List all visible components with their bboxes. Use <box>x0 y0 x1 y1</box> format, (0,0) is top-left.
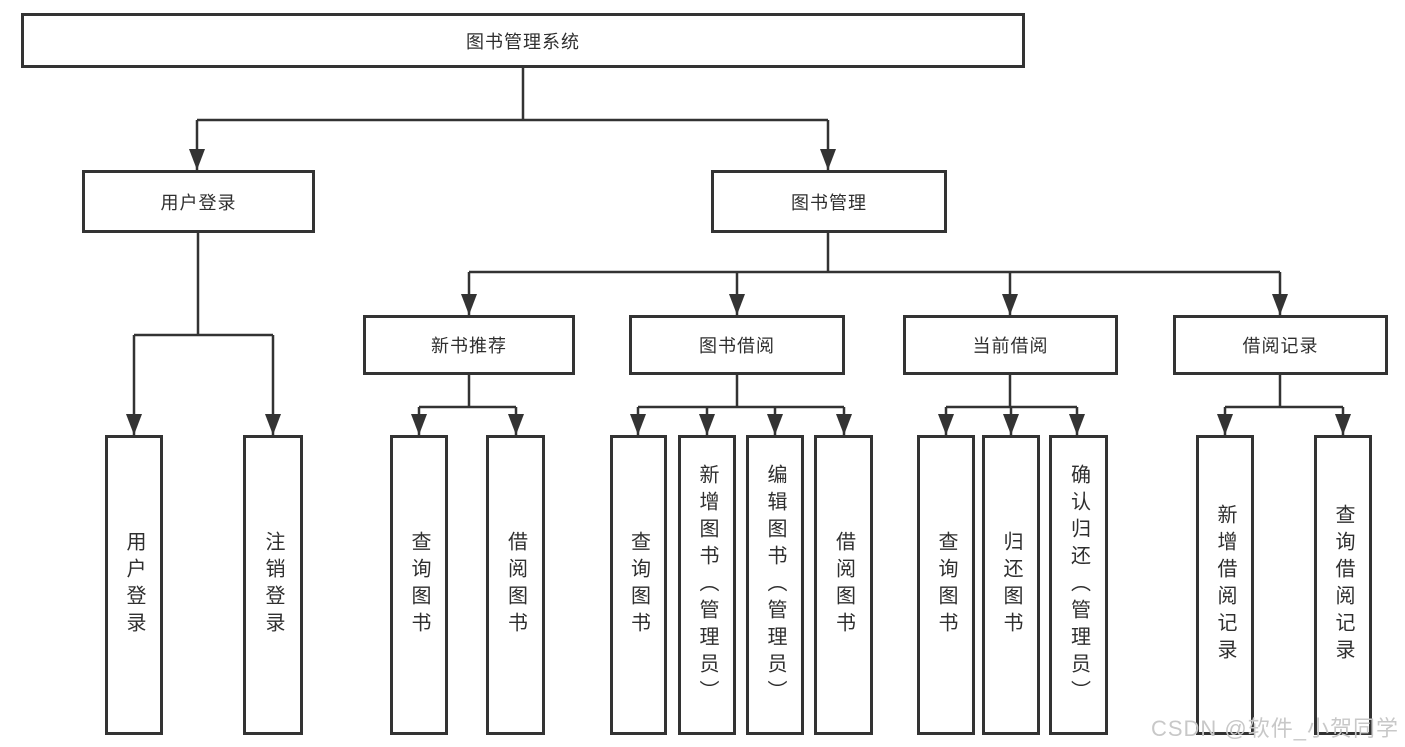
arrow-icon <box>189 149 205 170</box>
arrow-icon <box>1335 414 1351 435</box>
arrow-icon <box>1272 294 1288 315</box>
leaf-borrow-edit-books-admin: 编辑图书（管理员） <box>746 435 804 735</box>
node-library-system: 图书管理系统 <box>21 13 1025 68</box>
leaf-borrow-add-books-admin: 新增图书（管理员） <box>678 435 736 735</box>
leaf-newbook-borrow-books: 借阅图书 <box>486 435 545 735</box>
node-book-borrow: 图书借阅 <box>629 315 845 375</box>
watermark: CSDN @软件_小贺同学 <box>1150 716 1399 741</box>
node-current-borrow: 当前借阅 <box>903 315 1118 375</box>
leaf-logout: 注销登录 <box>243 435 303 735</box>
arrow-icon <box>1003 414 1019 435</box>
arrow-icon <box>461 294 477 315</box>
arrow-icon <box>820 149 836 170</box>
arrow-icon <box>767 414 783 435</box>
leaf-borrow-query-books: 查询图书 <box>610 435 667 735</box>
arrow-icon <box>938 414 954 435</box>
arrow-icon <box>1002 294 1018 315</box>
node-borrow-records: 借阅记录 <box>1173 315 1388 375</box>
arrow-icon <box>411 414 427 435</box>
leaf-current-return-books: 归还图书 <box>982 435 1040 735</box>
leaf-borrow-borrow-books: 借阅图书 <box>814 435 873 735</box>
leaf-records-add-record: 新增借阅记录 <box>1196 435 1254 735</box>
leaf-current-confirm-return-admin: 确认归还（管理员） <box>1049 435 1108 735</box>
leaf-user-login: 用户登录 <box>105 435 163 735</box>
arrow-icon <box>836 414 852 435</box>
arrow-icon <box>630 414 646 435</box>
node-user-login: 用户登录 <box>82 170 315 233</box>
node-new-book-recommend: 新书推荐 <box>363 315 575 375</box>
arrow-icon <box>1069 414 1085 435</box>
arrow-icon <box>699 414 715 435</box>
leaf-current-query-books: 查询图书 <box>917 435 975 735</box>
arrow-icon <box>265 414 281 435</box>
node-book-management: 图书管理 <box>711 170 947 233</box>
arrow-icon <box>1217 414 1233 435</box>
arrow-icon <box>729 294 745 315</box>
arrow-icon <box>508 414 524 435</box>
arrow-icon <box>126 414 142 435</box>
tree-edges <box>132 68 1345 435</box>
leaf-records-query-record: 查询借阅记录 <box>1314 435 1372 735</box>
leaf-newbook-query-books: 查询图书 <box>390 435 448 735</box>
